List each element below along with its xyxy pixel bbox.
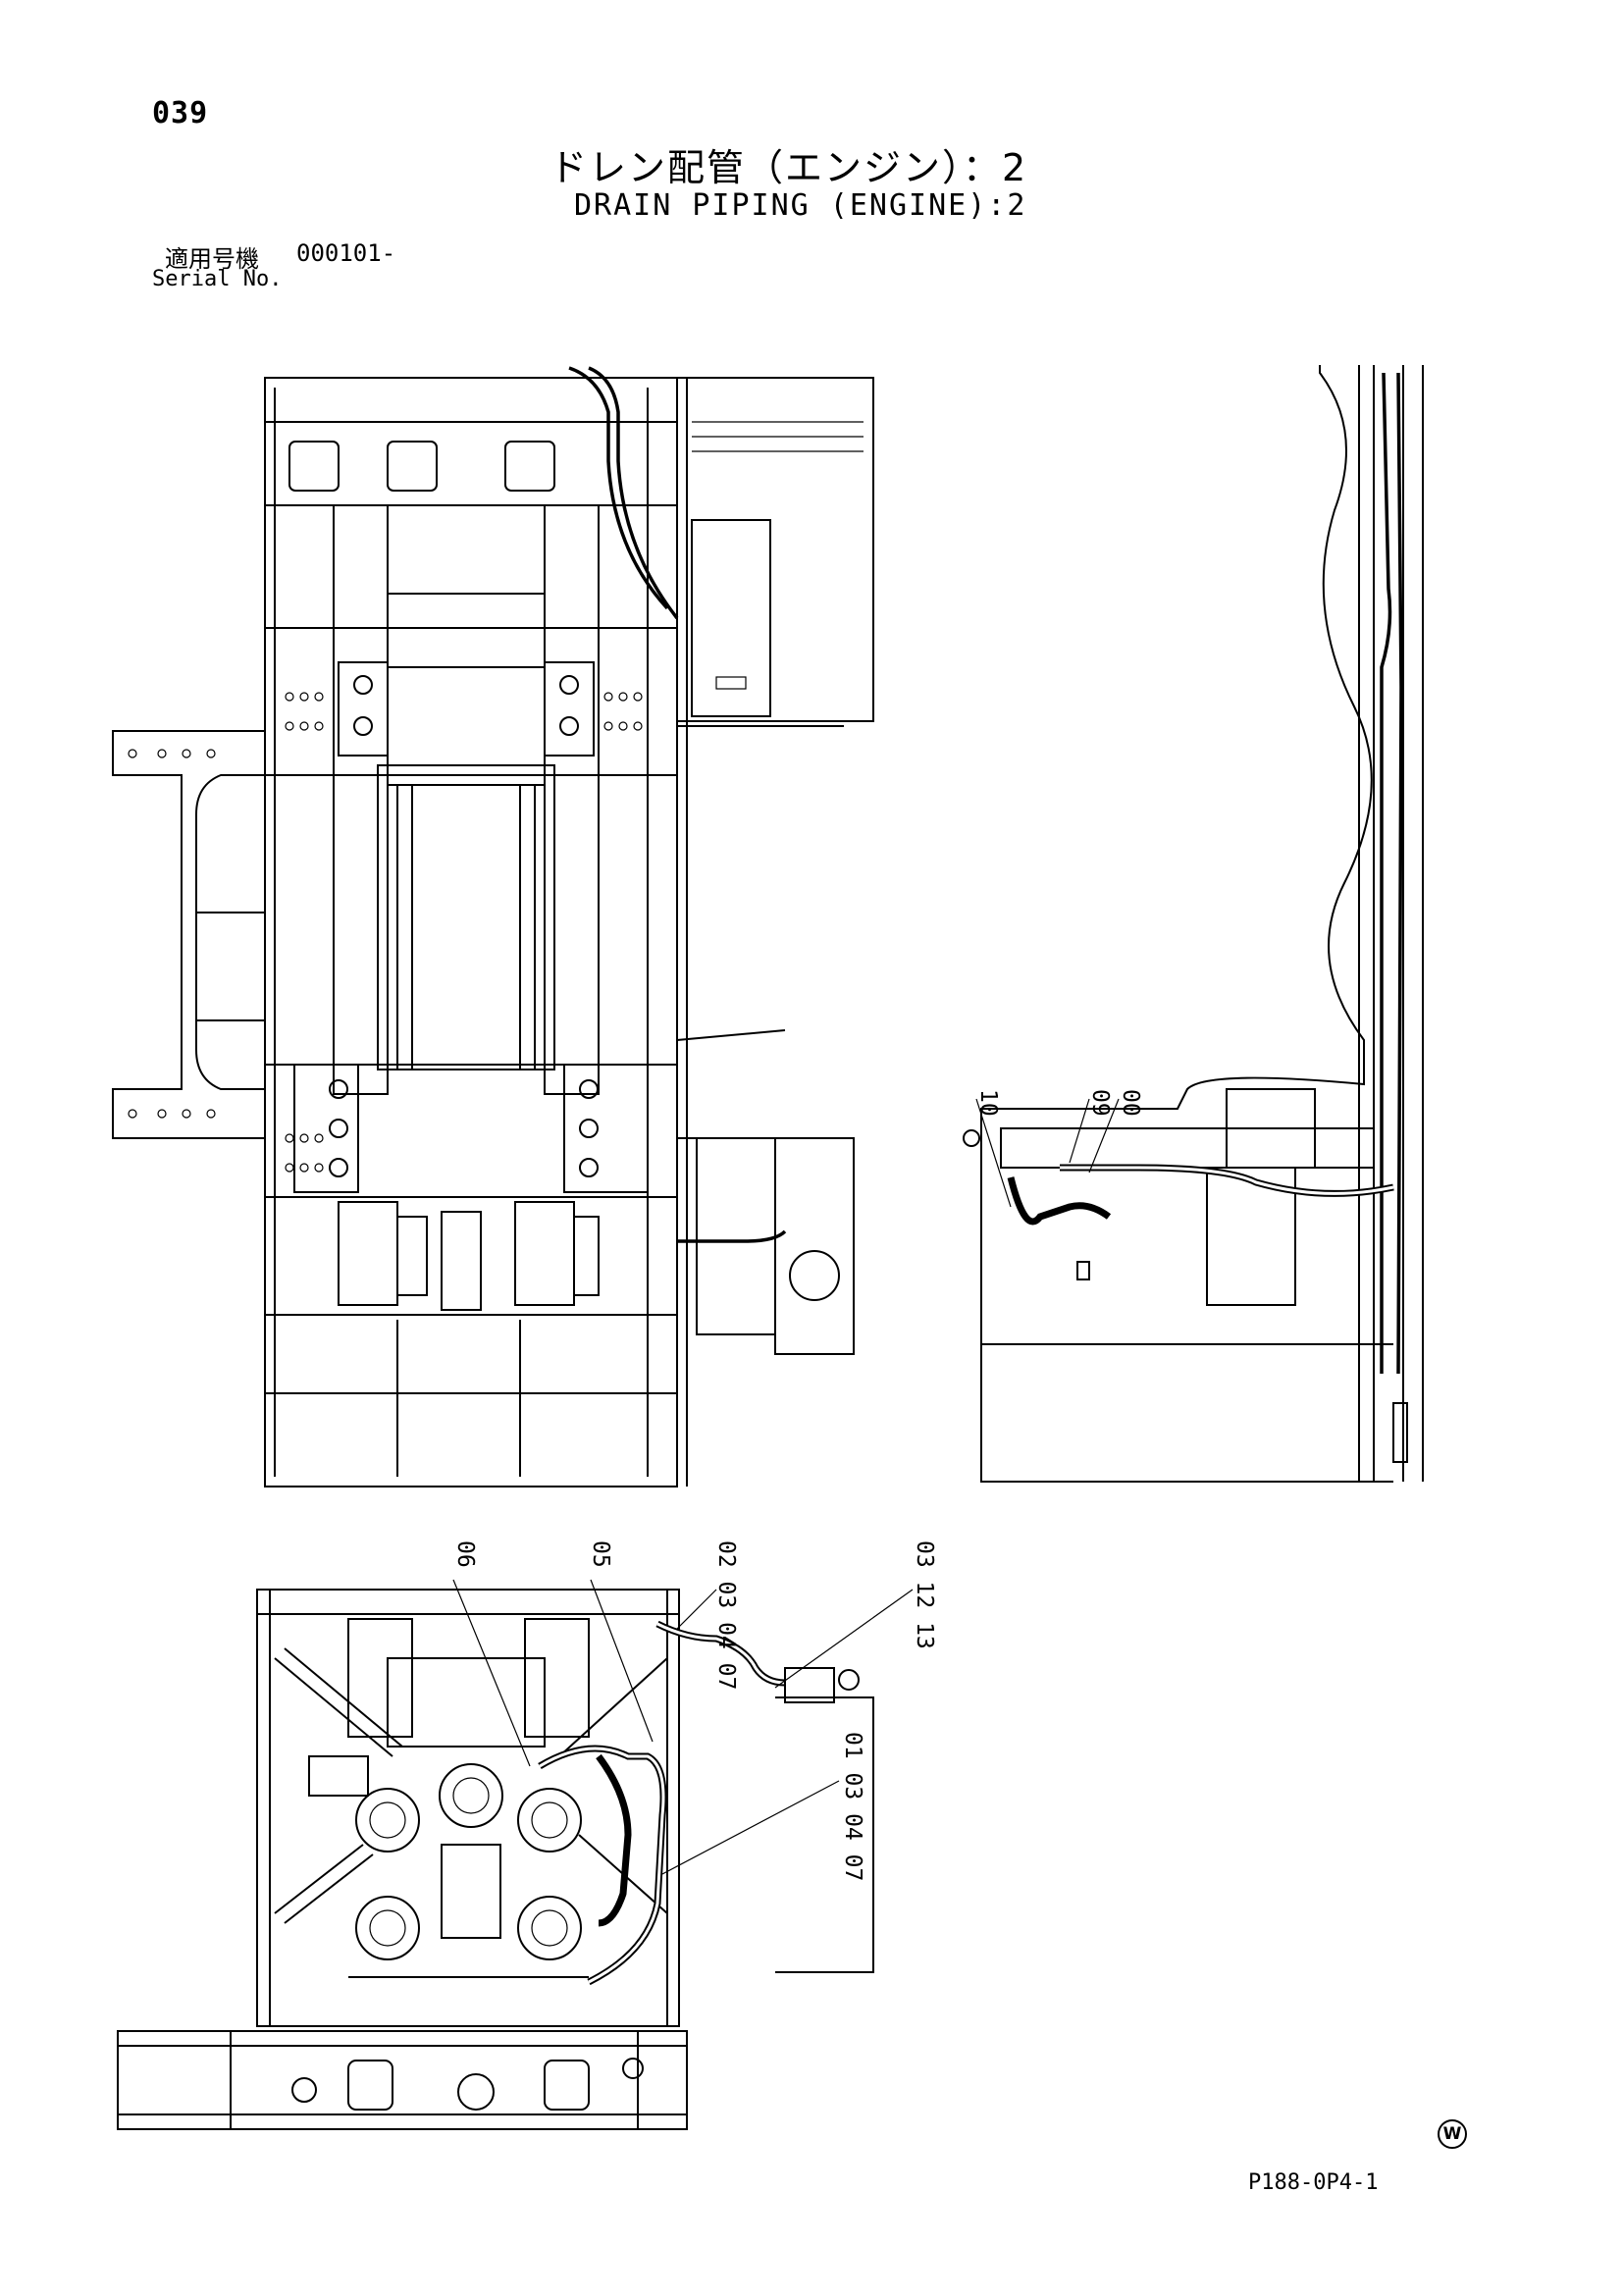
page-number: 039	[152, 96, 209, 130]
rear-view-hoses	[538, 1620, 786, 1986]
callout-02-03-04-07: 02 03 04 07	[713, 1540, 739, 1690]
side-view-leader-lines	[975, 1098, 1120, 1208]
serial-label-english: Serial No.	[152, 267, 283, 291]
rear-view-leader-lines	[452, 1579, 914, 1875]
callout-05: 05	[588, 1540, 613, 1568]
serial-label-japanese: 適用号機	[165, 245, 259, 273]
rear-view-base-frame	[117, 2030, 688, 2130]
drawing-code: P188-0P4-1	[1248, 2170, 1379, 2195]
page-title-japanese: ドレン配管（エンジン）：2	[550, 146, 1028, 189]
plan-view-hose-bundle	[568, 366, 874, 1487]
serial-number-value: 000101-	[296, 239, 396, 267]
page-title-english: DRAIN PIPING (ENGINE):2	[574, 188, 1027, 223]
plan-view-frame	[112, 377, 678, 1487]
side-elevation-view	[963, 365, 1424, 1483]
rear-view-frame	[256, 1589, 680, 2027]
callout-labels: 10 09 00 06 05 02 03 04 07 03 12 13 01 0…	[452, 1089, 1143, 1881]
callout-09: 09	[1087, 1089, 1113, 1117]
callout-10: 10	[975, 1089, 1001, 1117]
rear-view-tank	[775, 1667, 874, 1973]
callout-01-03-04-07: 01 03 04 07	[840, 1732, 865, 1881]
callout-00: 00	[1118, 1089, 1143, 1117]
callout-03-12-13: 03 12 13	[912, 1540, 937, 1649]
callout-06: 06	[452, 1540, 478, 1568]
revision-mark: W	[1438, 2119, 1467, 2149]
